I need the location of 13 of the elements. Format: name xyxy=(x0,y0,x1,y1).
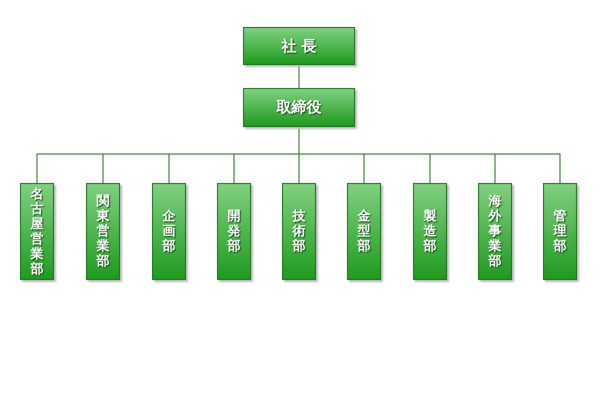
connector-line xyxy=(298,126,560,184)
org-box: 製造部 xyxy=(413,183,447,280)
org-box: 関東営業部 xyxy=(86,183,120,280)
org-box: 技術部 xyxy=(282,183,316,280)
org-box: 開発部 xyxy=(217,183,251,280)
org-box: 社 長 xyxy=(243,27,355,65)
org-box: 名古屋営業部 xyxy=(20,183,54,280)
org-box: 金型部 xyxy=(347,183,381,280)
org-box: 企画部 xyxy=(152,183,186,280)
org-box: 海外事業部 xyxy=(478,183,512,280)
connector-line xyxy=(298,64,300,88)
org-box: 管理部 xyxy=(543,183,577,280)
org-box: 取締役 xyxy=(243,88,355,127)
